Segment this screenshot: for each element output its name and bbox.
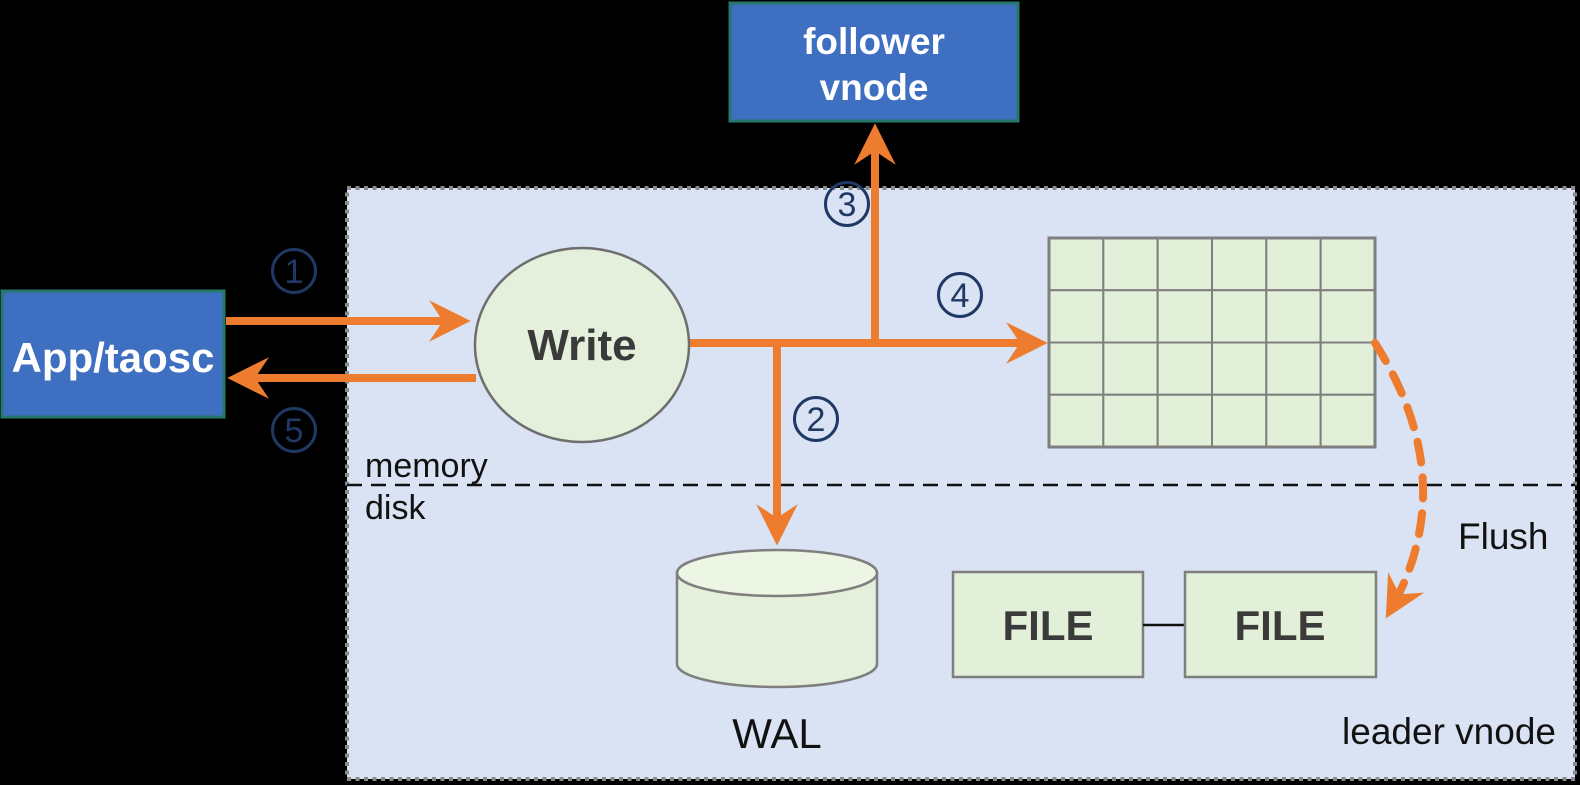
step-1-circle bbox=[271, 248, 317, 294]
follower-vnode-box bbox=[728, 1, 1020, 123]
memtable-cell bbox=[1319, 237, 1377, 292]
step-5-circle bbox=[271, 407, 317, 453]
write-label: Write bbox=[527, 321, 636, 370]
disk-label: disk bbox=[365, 489, 426, 527]
memtable-cell bbox=[1102, 341, 1159, 396]
memtable-cell bbox=[1211, 393, 1268, 448]
memtable-cell bbox=[1211, 237, 1268, 292]
app-taosc-label: App/taosc bbox=[11, 334, 214, 381]
memtable-cell bbox=[1319, 341, 1377, 396]
step-3-number: 3 bbox=[838, 186, 857, 224]
write-ellipse bbox=[473, 246, 691, 444]
follower-vnode-label-line2: vnode bbox=[820, 67, 929, 108]
memtable-cell bbox=[1048, 237, 1105, 292]
memtable-cell bbox=[1211, 341, 1268, 396]
file-label-right: FILE bbox=[1235, 602, 1326, 649]
step-1-number: 1 bbox=[285, 253, 304, 291]
leader-vnode-label: leader vnode bbox=[1342, 711, 1556, 752]
step-4-badge: 4 bbox=[937, 272, 983, 318]
step-3-circle bbox=[824, 181, 870, 227]
memtable-cell bbox=[1102, 237, 1159, 292]
memtable-cell bbox=[1319, 393, 1377, 448]
memtable-cell bbox=[1156, 341, 1214, 396]
memtable-cell bbox=[1102, 289, 1159, 344]
memtable-cell bbox=[1319, 289, 1377, 344]
memory-label: memory bbox=[365, 447, 488, 485]
file-label-left: FILE bbox=[1003, 602, 1094, 649]
step-2-badge: 2 bbox=[793, 396, 839, 442]
memtable-cell bbox=[1048, 289, 1105, 344]
file-box-right bbox=[1183, 570, 1378, 679]
memtable-cell bbox=[1048, 341, 1105, 396]
memtable-cell bbox=[1211, 289, 1268, 344]
step-1-badge: 1 bbox=[271, 248, 317, 294]
memtable-cell bbox=[1102, 393, 1159, 448]
step-5-number: 5 bbox=[285, 412, 304, 450]
follower-vnode-label-line1: follower bbox=[803, 21, 945, 62]
wal-cylinder-body bbox=[675, 571, 879, 689]
wal-cylinder-top bbox=[675, 548, 879, 598]
memtable-cell bbox=[1265, 289, 1322, 344]
memtable-cell bbox=[1156, 289, 1214, 344]
memtable-cell bbox=[1048, 393, 1105, 448]
memtable-cell bbox=[1265, 341, 1322, 396]
step-2-circle bbox=[793, 396, 839, 442]
flush-label: Flush bbox=[1458, 516, 1548, 557]
step-2-number: 2 bbox=[807, 401, 826, 439]
memtable-cell bbox=[1156, 237, 1214, 292]
wal-label: WAL bbox=[732, 710, 821, 757]
wal-cylinder bbox=[675, 548, 879, 689]
memtable-grid bbox=[1048, 237, 1377, 448]
memtable-cell bbox=[1156, 393, 1214, 448]
memtable-cell bbox=[1265, 237, 1322, 292]
step-4-circle bbox=[937, 272, 983, 318]
step-3-badge: 3 bbox=[824, 181, 870, 227]
app-taosc-box bbox=[0, 289, 226, 419]
flush-arrow bbox=[1371, 339, 1428, 619]
step-4-number: 4 bbox=[951, 277, 970, 315]
step-5-badge: 5 bbox=[271, 407, 317, 453]
memtable-cell bbox=[1265, 393, 1322, 448]
